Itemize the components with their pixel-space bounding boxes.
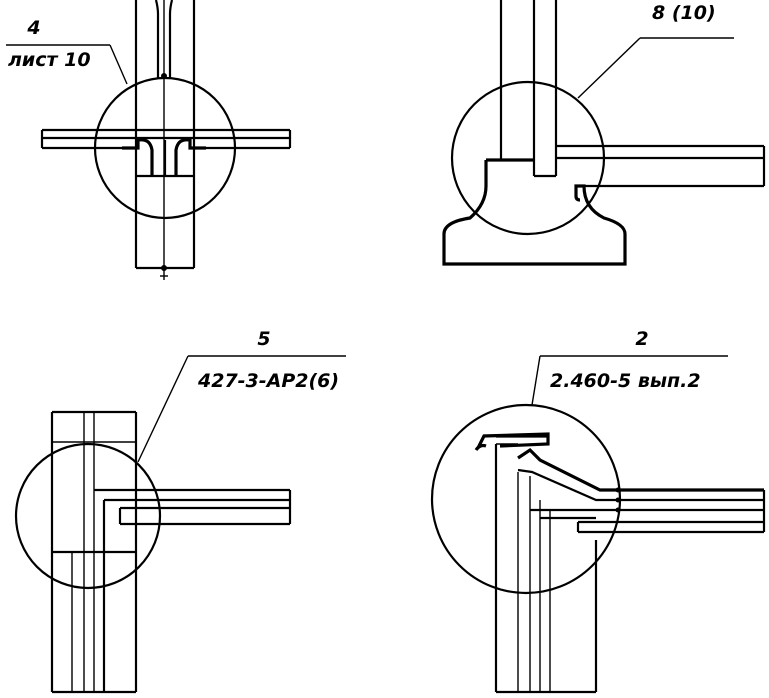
callout-3-reference: 427-3-АР2(6) [197,370,339,392]
node-4-roof-joint [430,355,766,694]
callout-1-reference: лист 10 [8,49,91,71]
callout-2: 8 (10) [652,2,716,24]
callout-4-reference: 2.460-5 вып.2 [550,370,701,392]
callout-3-number: 5 [257,328,270,350]
node-3-wall-joint [14,355,346,694]
callout-3: 5 427-3-АР2(6) [197,328,339,392]
callout-4-number: 2 [635,328,648,350]
callout-4: 2 2.460-5 вып.2 [550,328,701,392]
node-1-cross-joint [6,0,292,280]
callout-2-reference: 8 (10) [652,2,716,24]
callout-1-number: 4 [26,17,40,39]
callout-1: 4 лист 10 [8,17,91,71]
node-2-foundation-joint [442,0,766,266]
